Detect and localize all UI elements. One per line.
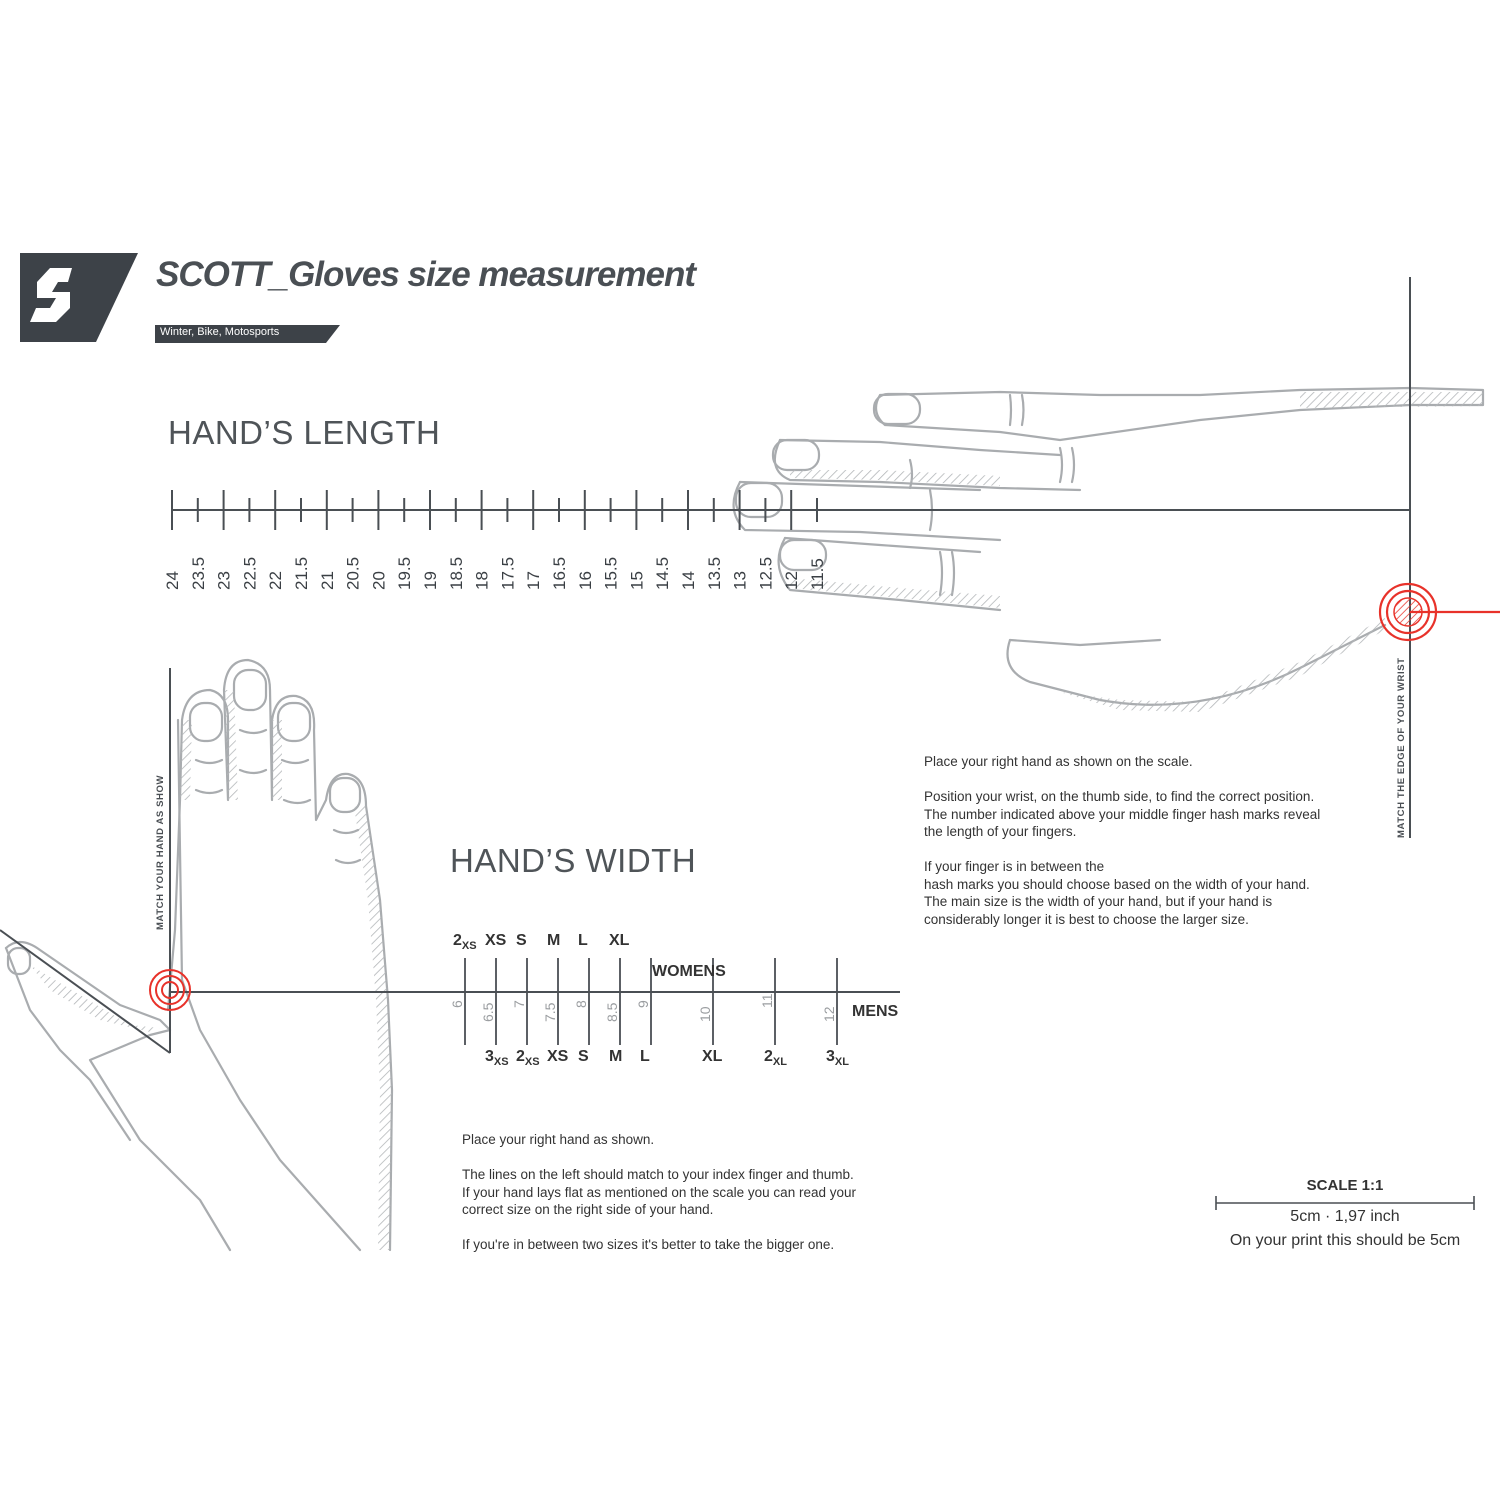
width-hand-illustration (4, 658, 394, 1252)
scott-logo (20, 253, 138, 342)
length-scale-label: 17.5 (498, 557, 517, 590)
mens-size-sub: XL (834, 1056, 849, 1069)
length-scale-label: 21.5 (292, 557, 311, 590)
mens-label: MENS (852, 1003, 899, 1020)
mens-size-sub: XL (772, 1056, 787, 1069)
mens-size-label: L (640, 1048, 650, 1066)
length-scale-label: 18 (473, 571, 492, 590)
width-scale-number: 6 (449, 1000, 465, 1008)
length-scale-label: 21 (318, 571, 337, 590)
wrist-edge-label: MATCH THE EDGE OF YOUR WRIST (1396, 657, 1407, 838)
womens-size-base: 2 (453, 932, 462, 949)
womens-size-base: XS (485, 932, 507, 949)
hand-length-heading: HAND’S LENGTH (168, 414, 441, 451)
womens-size-label: 2XS (453, 932, 477, 952)
width-scale-number: 9 (635, 1000, 651, 1008)
length-scale-label: 24 (163, 571, 182, 590)
hand-match-label: MATCH YOUR HAND AS SHOW (155, 775, 166, 930)
page-subtitle: Winter, Bike, Motosports (160, 326, 280, 338)
length-scale-labels: 24 23.5 23 22.5 22 21.5 21 20.5 20 19.5 19 18.5 18 17… (163, 557, 827, 590)
mens-size-base: XS (547, 1048, 569, 1065)
mens-size-label: 2XL (764, 1048, 787, 1068)
length-scale-label: 20.5 (344, 557, 363, 590)
width-scale-numbers: 6 6.5 7 7.5 8 8.5 9 10 11 12 (449, 993, 837, 1022)
width-scale-number: 7 (511, 1000, 527, 1008)
length-scale (171, 277, 1411, 838)
mens-size-label: XL (702, 1048, 722, 1066)
mens-size-label: M (609, 1048, 622, 1066)
width-scale-number: 12 (821, 1006, 837, 1022)
womens-size-label: L (578, 932, 588, 950)
length-hand-illustration (732, 386, 1485, 712)
length-scale-label: 14.5 (653, 557, 672, 590)
womens-size-base: XL (609, 932, 630, 949)
length-scale-label: 19.5 (395, 557, 414, 590)
mens-size-base: 3 (826, 1048, 835, 1065)
length-scale-label: 13 (731, 571, 750, 590)
length-scale-label: 23.5 (189, 557, 208, 590)
mens-size-base: 3 (485, 1048, 494, 1065)
length-scale-label: 13.5 (705, 557, 724, 590)
length-scale-label: 23 (215, 571, 234, 590)
length-scale-label: 19 (421, 571, 440, 590)
womens-size-base: L (578, 932, 588, 949)
index-target-width (149, 969, 191, 1011)
width-scale-number: 6.5 (480, 1002, 496, 1022)
length-scale-label: 22 (266, 571, 285, 590)
mens-size-label: 3XS (485, 1048, 509, 1068)
width-scale-number: 8 (573, 1000, 589, 1008)
scale-bar (1215, 1196, 1475, 1210)
length-scale-label: 20 (369, 571, 388, 590)
width-scale-number: 10 (697, 1006, 713, 1022)
mens-size-label: S (578, 1048, 589, 1066)
page-title: SCOTT_Gloves size measurement (156, 255, 696, 294)
length-scale-label: 22.5 (240, 557, 259, 590)
length-scale-label: 12.5 (756, 557, 775, 590)
mens-size-base: M (609, 1048, 623, 1065)
length-scale-label: 12 (782, 571, 801, 590)
mens-size-sub: XS (493, 1056, 509, 1069)
mens-size-label: 3XL (826, 1048, 849, 1068)
width-scale-number: 8.5 (604, 1002, 620, 1022)
mens-size-label: XS (547, 1048, 568, 1066)
wrist-target-length (1378, 582, 1500, 642)
mens-size-base: L (640, 1048, 650, 1065)
scale-print-note: On your print this should be 5cm (1229, 1232, 1461, 1249)
width-scale-number: 11 (759, 993, 775, 1008)
length-instructions: Place your right hand as shown on the sc… (924, 754, 1321, 927)
womens-size-label: M (547, 932, 560, 950)
length-scale-label: 15.5 (602, 557, 621, 590)
hand-width-heading: HAND’S WIDTH (450, 842, 697, 879)
length-scale-label: 16 (576, 571, 595, 590)
womens-size-label: XL (609, 932, 629, 950)
length-scale-label: 17 (524, 571, 543, 590)
womens-size-label: S (516, 932, 527, 950)
mens-size-base: 2 (516, 1048, 525, 1065)
width-scale-number: 7.5 (542, 1002, 558, 1022)
length-scale-label: 15 (627, 571, 646, 590)
mens-size-label: 2XS (516, 1048, 540, 1068)
scale-title: SCALE 1:1 (1306, 1177, 1384, 1194)
length-scale-label: 16.5 (550, 557, 569, 590)
length-scale-label: 11.5 (808, 558, 827, 590)
width-scale (0, 668, 900, 1054)
scale-measure: 5cm · 1,97 inch (1290, 1208, 1400, 1225)
womens-size-sub: XS (461, 940, 477, 953)
mens-size-base: S (578, 1048, 589, 1065)
womens-size-base: S (516, 932, 527, 949)
subtitle-band (155, 325, 340, 343)
mens-size-sub: XS (524, 1056, 540, 1069)
womens-size-label: XS (485, 932, 506, 950)
mens-size-base: 2 (764, 1048, 773, 1065)
length-scale-label: 14 (679, 571, 698, 590)
mens-size-base: XL (702, 1048, 723, 1065)
length-scale-label: 18.5 (447, 557, 466, 590)
womens-size-base: M (547, 932, 561, 949)
womens-label: WOMENS (652, 963, 726, 980)
width-instructions: Place your right hand as shown. The line… (462, 1132, 856, 1252)
